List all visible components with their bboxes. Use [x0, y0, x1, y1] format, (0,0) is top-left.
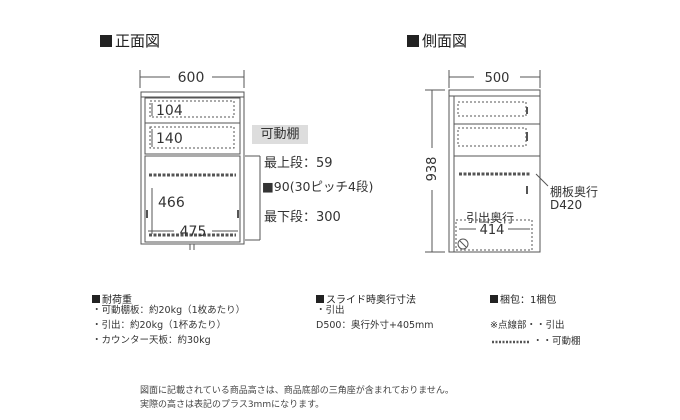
caster-axle — [459, 240, 467, 248]
side-height-text: 938 — [425, 157, 440, 182]
drawer-depth-label: 引出奥行 — [466, 211, 514, 225]
slide-line-2: D500：奥行外寸+405mm — [316, 320, 434, 331]
packaging-title: 梱包：1梱包 — [490, 291, 556, 306]
shelf-depth-label: 棚板奥行 — [550, 185, 599, 199]
side-lower-drawer-box — [455, 219, 533, 251]
load-line-1: ・可動棚板：約20kg（1枚あたり） — [92, 305, 246, 316]
slide-line-1: ・引出 — [316, 305, 345, 316]
shelf-depth-value: D420 — [550, 198, 583, 212]
footnote-line-2: 実際の高さは表記のプラス3mmになります。 — [140, 400, 325, 410]
side-lower-drawer-dotted — [457, 127, 527, 147]
shelf-top-position: 最上段：59 — [264, 156, 333, 171]
square-bullet-icon — [490, 295, 498, 303]
load-title: 耐荷重 — [92, 291, 132, 306]
legend-dashed-text: ・・可動棚 — [533, 336, 581, 347]
front-view-title: 正面図 — [100, 30, 160, 51]
square-bullet-icon — [100, 35, 112, 47]
inner-height-text: 466 — [158, 195, 185, 211]
side-upper-drawer-dotted — [457, 101, 527, 117]
front-open-compartment — [144, 155, 241, 243]
side-depth-text: 500 — [485, 71, 510, 86]
footnote-line-1: 図面に記載されている商品高さは、商品底部の三角座が含まれておりません。 — [140, 386, 454, 396]
shelf-bottom-position: 最下段：300 — [264, 210, 341, 225]
inner-width-text: 475 — [180, 224, 207, 240]
square-bullet-icon — [407, 35, 419, 47]
caster-wheel — [457, 238, 469, 250]
drawer-depth-value: 414 — [480, 223, 505, 238]
square-bullet-icon — [92, 295, 100, 303]
front-width-text: 600 — [178, 70, 205, 86]
shelf-depth-leader — [535, 173, 549, 187]
side-cabinet-body — [448, 89, 541, 253]
upper-drawer-dotted-outline — [149, 100, 235, 118]
lower-drawer-dotted-outline — [149, 126, 235, 149]
slide-title: スライド時奥行寸法 — [316, 291, 416, 306]
square-bullet-icon — [316, 295, 324, 303]
load-line-2: ・引出：約20kg（1杯あたり） — [92, 320, 227, 331]
lower-drawer-text: 140 — [156, 131, 183, 147]
front-lower-drawer — [144, 122, 241, 155]
shelf-pitch: ■90(30ピッチ4段) — [262, 179, 374, 194]
legend-dotted-text: ※点線部・・引出 — [490, 320, 565, 331]
front-cabinet-body — [140, 91, 245, 245]
side-view-title: 側面図 — [407, 30, 467, 51]
upper-drawer-text: 104 — [156, 103, 183, 119]
load-line-3: ・カウンター天板：約30kg — [92, 335, 211, 346]
adjustable-shelf-label: 可動棚 — [252, 125, 308, 144]
